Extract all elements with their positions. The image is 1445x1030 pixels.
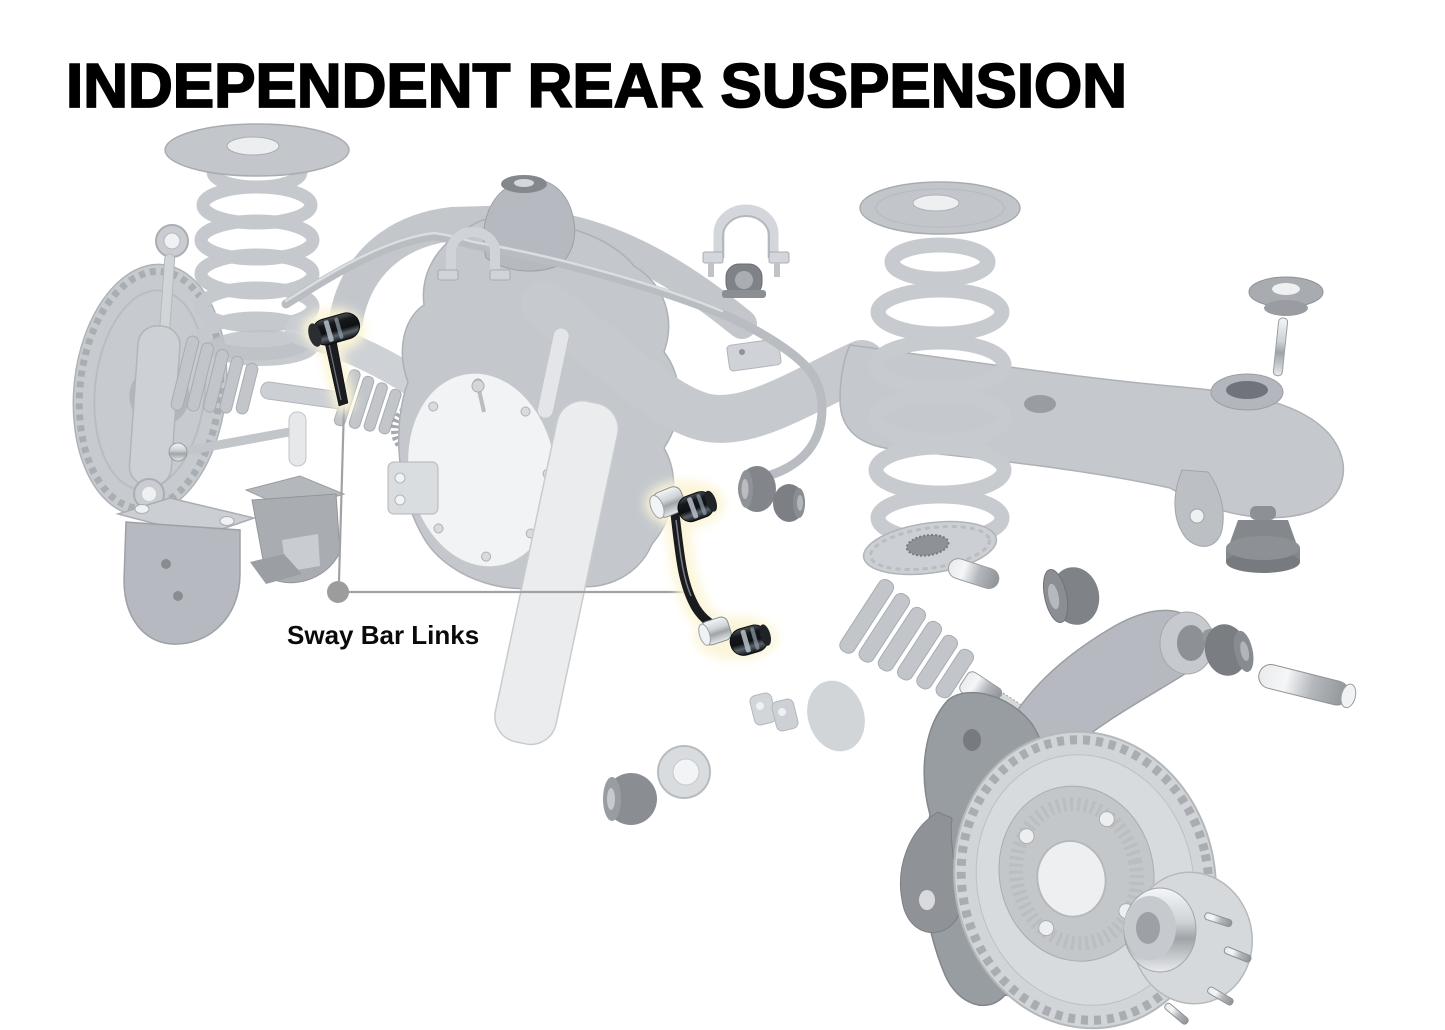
sway-bar-link-left bbox=[302, 308, 366, 413]
callout-label: Sway Bar Links bbox=[287, 620, 479, 650]
subframe-crossmember bbox=[521, 281, 886, 443]
callout-dot bbox=[327, 581, 349, 603]
trailing-arm-bushing-rear bbox=[1202, 624, 1254, 676]
center-bushings bbox=[738, 466, 805, 522]
shock-eye-bushing bbox=[603, 773, 657, 825]
wheel-hub bbox=[1123, 871, 1254, 1025]
right-spring-upper-plate bbox=[859, 181, 1021, 235]
bushing-metal-sleeve bbox=[1258, 664, 1357, 709]
sway-bar bbox=[281, 231, 827, 485]
center-shock-absorber bbox=[494, 327, 711, 799]
ghosted-suspension-assembly bbox=[72, 123, 1357, 1030]
trailing-arm-bushing-front bbox=[1042, 567, 1100, 625]
sway-bar-clamp-exploded bbox=[702, 204, 790, 277]
page-title: INDEPENDENT REAR SUSPENSION bbox=[65, 52, 1128, 121]
isolator-sleeve bbox=[947, 558, 1000, 589]
right-mount-stud bbox=[1272, 317, 1289, 377]
mount-bracket-left bbox=[115, 497, 257, 645]
right-coil-spring bbox=[868, 237, 1012, 548]
callout-leader bbox=[327, 405, 693, 603]
right-top-mount-washer bbox=[1248, 276, 1324, 316]
left-lower-link-rod bbox=[168, 411, 307, 467]
sway-bar-clamp-mounted bbox=[437, 227, 511, 281]
sway-bar-link-right bbox=[645, 480, 778, 660]
mount-bracket-right bbox=[244, 475, 346, 584]
left-spring-upper-plate bbox=[164, 123, 350, 177]
sway-bar-d-bushing bbox=[722, 263, 766, 298]
right-cone-bushing bbox=[1226, 506, 1300, 573]
differential-front-bracket bbox=[387, 379, 486, 515]
